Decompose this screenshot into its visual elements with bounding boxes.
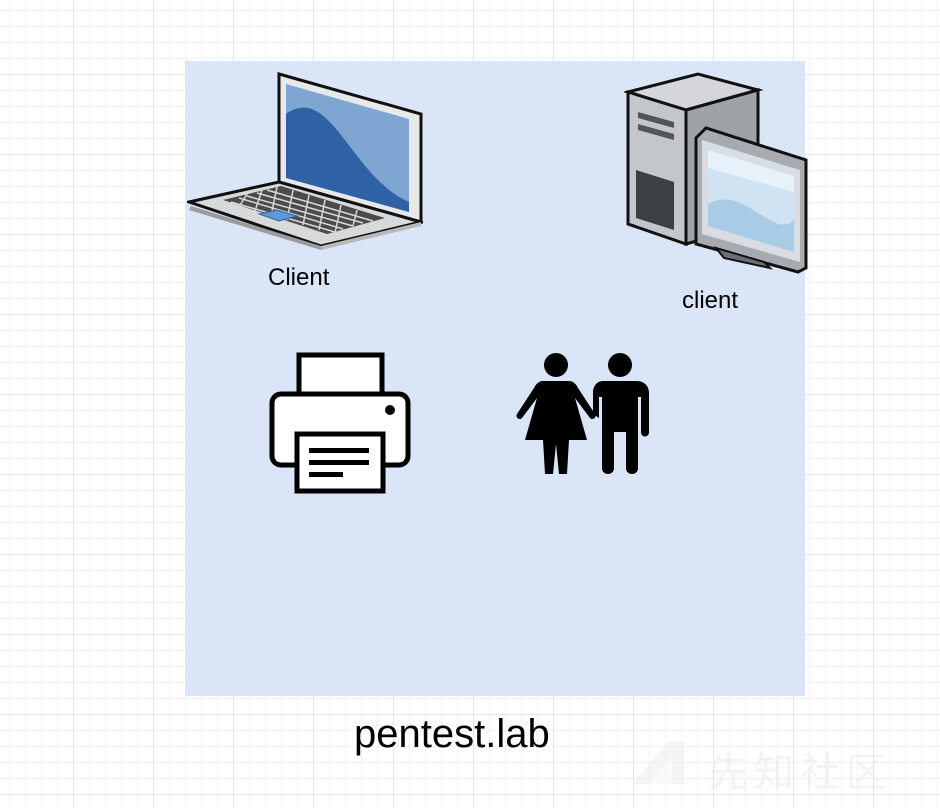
- printer-icon: [269, 352, 411, 494]
- desktop-node[interactable]: [624, 72, 808, 274]
- laptop-node[interactable]: [187, 72, 423, 250]
- watermark-text: 先知社区: [708, 750, 892, 796]
- printer-node[interactable]: [269, 352, 411, 494]
- desktop-client-label: client: [682, 287, 739, 314]
- watermark: 先知社区: [628, 738, 928, 796]
- desktop-computer-icon: [624, 72, 808, 274]
- users-node[interactable]: [513, 352, 659, 476]
- laptop-client-label: Client: [268, 264, 330, 291]
- watermark-logo-icon: [632, 742, 684, 784]
- domain-label: pentest.lab: [354, 712, 550, 756]
- laptop-icon: [187, 72, 423, 250]
- users-icon: [516, 353, 649, 474]
